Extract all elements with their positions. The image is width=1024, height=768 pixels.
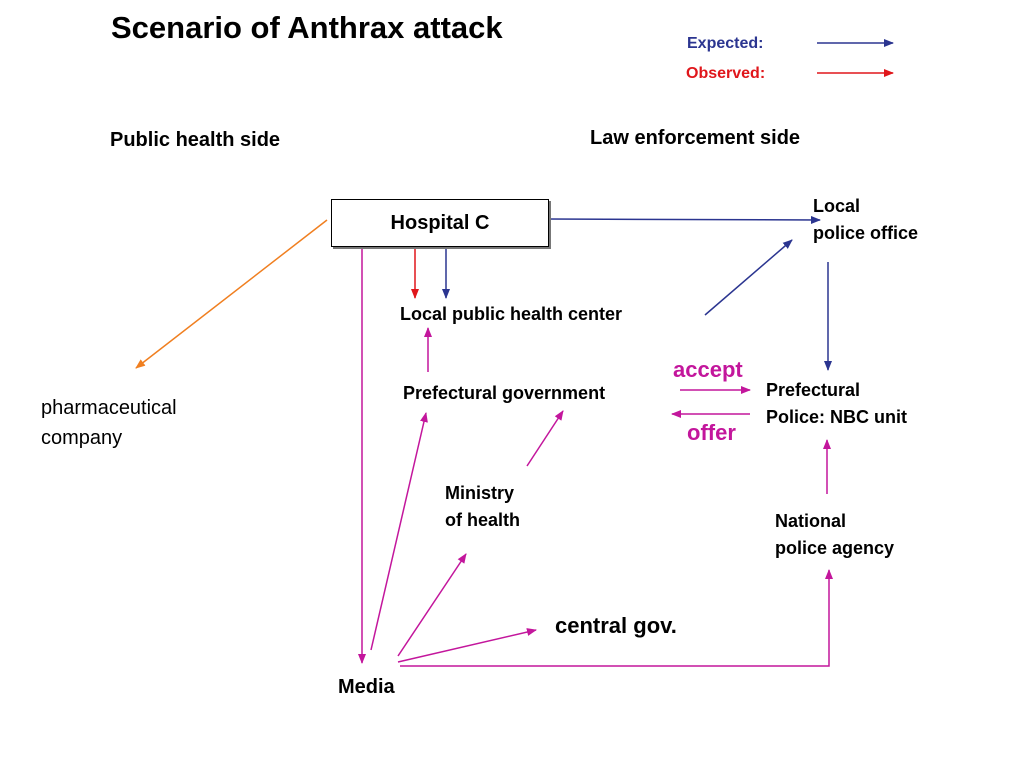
hospital-box: Hospital C [331, 199, 549, 247]
arrow-media-to-pref-gov [370, 412, 428, 651]
arrow-media-to-central-gov [397, 628, 537, 663]
local-public-health-center-node: Local public health center [400, 304, 623, 324]
prefectural-police-nbc-node: Prefectural Police: NBC unit [766, 380, 908, 427]
national-police-agency-node: National police agency [775, 511, 895, 558]
arrow-ministry-to-pref-gov [526, 410, 564, 467]
page-title: Scenario of Anthrax attack [111, 10, 503, 45]
arrow-media-to-ministry [397, 553, 467, 657]
prefectural-government-node: Prefectural government [403, 383, 606, 403]
media-node: Media [338, 676, 395, 698]
local-police-office-node: Local police office [813, 196, 919, 243]
arrow-hospital-to-police [546, 215, 821, 224]
accept-label: accept [673, 357, 743, 382]
hospital-label: Hospital C [390, 211, 490, 234]
ministry-of-health-node: Ministry of health [445, 483, 520, 530]
arrow-health-center-to-police [704, 239, 793, 316]
central-gov-node: central gov. [555, 613, 677, 638]
legend-observed-label: Observed: [686, 65, 766, 82]
public-health-side-heading: Public health side [110, 129, 281, 151]
legend-expected-label: Expected: [687, 35, 764, 52]
law-enforcement-side-heading: Law enforcement side [590, 127, 801, 149]
offer-label: offer [687, 420, 736, 445]
arrow-hospital-to-pharma [135, 219, 328, 369]
arrow-media-to-national-police [400, 569, 833, 667]
pharmaceutical-company-node: pharmaceutical company [41, 397, 177, 449]
